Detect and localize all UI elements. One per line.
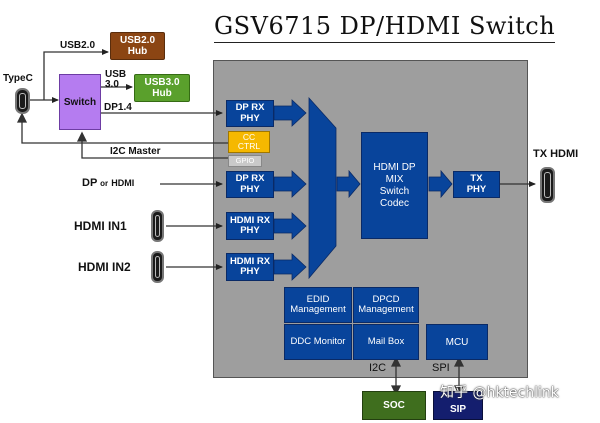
- gpio-label: GPIO: [235, 155, 255, 165]
- hdmi-rx-phy-2-label: HDMI RX PHY: [229, 255, 271, 277]
- codec-label: HDMI DP MIX Switch Codec: [373, 161, 416, 209]
- mcu-label: MCU: [445, 336, 469, 348]
- sip-block: SIP: [433, 391, 483, 420]
- dp-text: DP: [82, 177, 98, 189]
- dp-rx-phy-2-block: DP RX PHY: [226, 171, 274, 198]
- ddc-label: DDC Monitor: [290, 335, 346, 347]
- dp-rx-phy-1-label: DP RX PHY: [235, 102, 265, 124]
- usb20-label: USB2.0: [60, 40, 96, 51]
- usb3-hub-block: USB3.0 Hub: [134, 74, 190, 102]
- hdmi-in2-port-icon: [151, 251, 164, 283]
- usb2-hub-block: USB2.0 Hub: [110, 32, 165, 60]
- hdmi-in1-port-icon: [151, 210, 164, 242]
- tx-hdmi-port-icon: [540, 167, 555, 203]
- dp-rx-phy-1-block: DP RX PHY: [226, 100, 274, 127]
- hdmi-rx-phy-1-label: HDMI RX PHY: [229, 214, 271, 236]
- gpio-block: GPIO: [228, 155, 262, 167]
- dpcd-label: DPCD Management: [358, 293, 414, 315]
- hdmi-rx-phy-1-block: HDMI RX PHY: [226, 212, 274, 240]
- switch-label: Switch: [63, 96, 97, 108]
- mailbox-block: Mail Box: [353, 324, 419, 360]
- tx-phy-label: TX PHY: [466, 173, 487, 195]
- tx-hdmi-label: TX HDMI: [533, 148, 579, 160]
- watermark-text: 知乎 @hktechlink: [440, 385, 559, 401]
- cc-ctrl-label: CC CTRL: [237, 131, 261, 151]
- usb3-hub-label: USB3.0 Hub: [144, 77, 180, 99]
- edid-label: EDID Management: [290, 293, 346, 315]
- soc-label: SOC: [383, 400, 405, 411]
- i2c-label: I2C: [369, 362, 387, 374]
- usb2-hub-label: USB2.0 Hub: [119, 35, 155, 57]
- soc-block: SOC: [362, 391, 426, 420]
- spi-label: SPI: [432, 362, 450, 374]
- hdmi-in1-label: HDMI IN1: [74, 219, 127, 233]
- cc-ctrl-block: CC CTRL: [228, 131, 270, 153]
- typec-port-icon: [15, 88, 30, 114]
- codec-block: HDMI DP MIX Switch Codec: [361, 132, 428, 239]
- hdmi-rx-phy-2-block: HDMI RX PHY: [226, 253, 274, 281]
- diagram-title: GSV6715 DP/HDMI Switch: [214, 12, 556, 43]
- i2c-master-label: I2C Master: [110, 146, 161, 157]
- dp14-label: DP1.4: [104, 102, 132, 113]
- mailbox-label: Mail Box: [367, 335, 405, 347]
- or-text: or: [100, 179, 109, 188]
- switch-block: Switch: [59, 74, 101, 130]
- typec-label: TypeC: [3, 73, 33, 84]
- dp-or-hdmi-label: DP or HDMI: [82, 177, 134, 189]
- mcu-block: MCU: [426, 324, 488, 360]
- tx-phy-block: TX PHY: [453, 171, 500, 198]
- edid-block: EDID Management: [284, 287, 352, 323]
- hdmi-text: HDMI: [111, 178, 135, 188]
- hdmi-in2-label: HDMI IN2: [78, 260, 131, 274]
- dpcd-block: DPCD Management: [353, 287, 419, 323]
- dp-rx-phy-2-label: DP RX PHY: [235, 173, 265, 195]
- ddc-block: DDC Monitor: [284, 324, 352, 360]
- sip-label: SIP: [449, 404, 467, 415]
